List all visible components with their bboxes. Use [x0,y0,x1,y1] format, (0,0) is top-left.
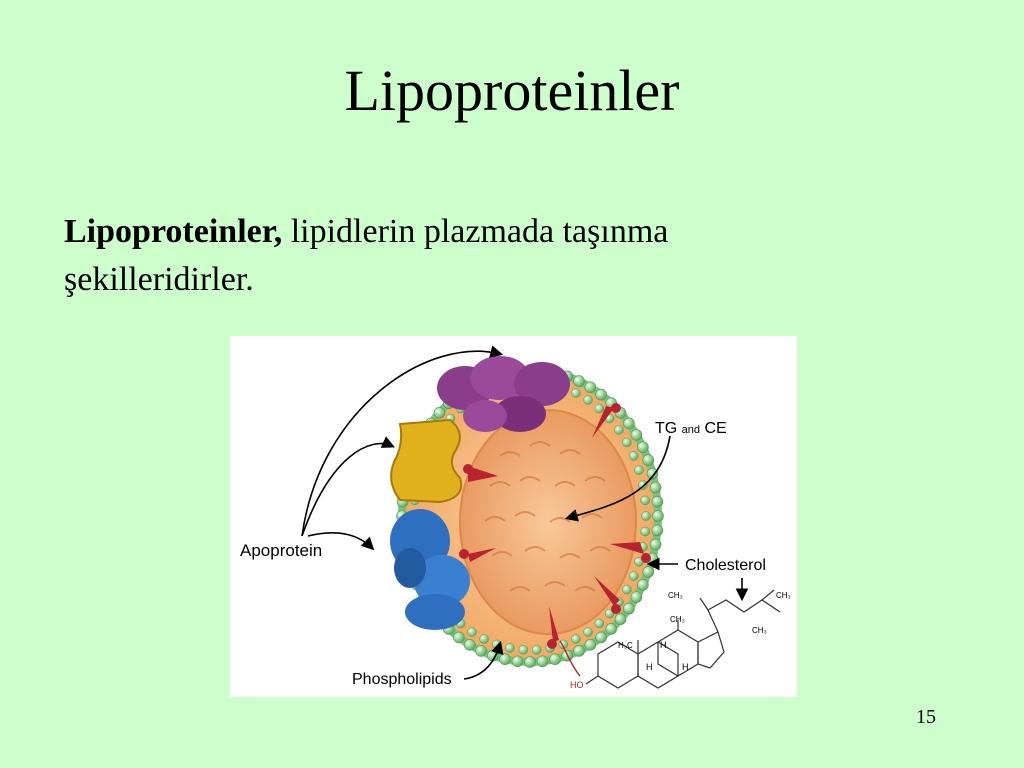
phospholipid-head [595,631,607,644]
phospholipid-head [642,566,655,578]
cholesterol-structure [585,589,781,689]
svg-text:H: H [646,662,653,672]
apoprotein-arrows [301,345,504,551]
apoprotein-purple [437,356,570,432]
svg-text:CH₃: CH₃ [776,591,791,600]
label-apoprotein: Apoprotein [240,541,322,560]
phospholipid-head [584,381,597,394]
phospholipid-head [583,395,593,405]
definition-paragraph: Lipoproteinler, lipidlerin plazmada taşı… [64,208,824,304]
cholesterol-structure-labels: CH₃ CH₃ CH₃ CH₃ H₃C H H H HO [570,591,791,690]
phospholipid-head [511,655,524,668]
phospholipid-head [463,638,476,651]
phospholipid-head [637,441,649,453]
phospholipid-head [646,467,659,480]
phospholipid-head [651,495,664,508]
phospholipid-head [594,403,605,414]
phospholipid-head [479,634,489,644]
phospholipid-head [652,510,664,522]
svg-text:CH₃: CH₃ [752,626,767,635]
label-cholesterol: Cholesterol [685,557,766,574]
phospholipids-arrow [463,640,504,680]
phospholipid-head [531,645,542,655]
phospholipid-head [649,538,662,551]
phospholipid-head [571,388,581,398]
phospholipid-head [524,656,536,668]
phospholipid-head [536,655,549,668]
phospholipid-head [433,407,446,419]
ho-pointer [559,640,581,677]
phospholipid-head [549,653,561,666]
slide-number: 15 [916,706,936,728]
apoprotein-yellow [390,418,462,504]
definition-text: lipidlerin plazmada taşınma şekilleridir… [64,213,669,298]
svg-text:CH₃: CH₃ [668,591,683,600]
svg-text:H: H [660,640,667,650]
phospholipid-head [595,388,607,401]
phospholipid-head [594,618,605,629]
lipid-core [459,409,637,635]
phospholipid-head [622,584,632,595]
phospholipid-head [614,613,627,626]
phospholipid-head [628,451,639,461]
phospholipid-head [571,634,581,644]
svg-text:H₃C: H₃C [618,641,633,650]
slide-title: Lipoproteinler [344,58,680,123]
phospholipid-head [573,645,585,657]
phospholipid-head [505,643,515,653]
phospholipid-head [499,653,511,666]
phospholipid-head [637,579,649,591]
phospholipid-head [518,645,529,655]
phospholipid-head [583,627,593,637]
phospholipid-head [573,375,585,387]
phospholipid-head [605,623,618,635]
tg-ce-arrow [564,435,671,522]
phospholipid-head [622,437,632,448]
phospholipid-head [614,425,624,435]
lipoprotein-illustration: Apoprotein TG and CE Cholesterol Phospho… [240,345,791,690]
phospholipid-head [651,524,664,537]
label-phospholipids: Phospholipids [352,671,452,688]
phospholipid-head [467,627,477,637]
phospholipid-head [640,526,650,537]
phospholipid-head [640,495,650,506]
phospholipid-head [628,571,639,581]
phospholipid-head [623,417,635,430]
phospholipid-head [584,638,597,651]
phospholipid-head [630,591,643,603]
phospholipid-head [630,429,643,441]
phospholipid-head [634,465,644,475]
term: Lipoproteinler, [64,213,283,250]
phospholipid-head [453,631,465,644]
phospholipid-head [641,511,651,521]
label-tg-ce: TG and CE [655,420,727,437]
svg-text:HO: HO [570,680,584,690]
apoprotein-blue [390,509,470,630]
phospholipid-head [623,602,635,615]
svg-text:H: H [682,662,689,672]
svg-text:CH₃: CH₃ [670,615,685,624]
phospholipid-head [649,481,662,494]
lipoprotein-diagram: Apoprotein TG and CE Cholesterol Phospho… [230,336,797,697]
phospholipid-head [475,645,487,657]
cholesterol-molecules [459,403,651,649]
phospholipid-head [642,454,655,466]
